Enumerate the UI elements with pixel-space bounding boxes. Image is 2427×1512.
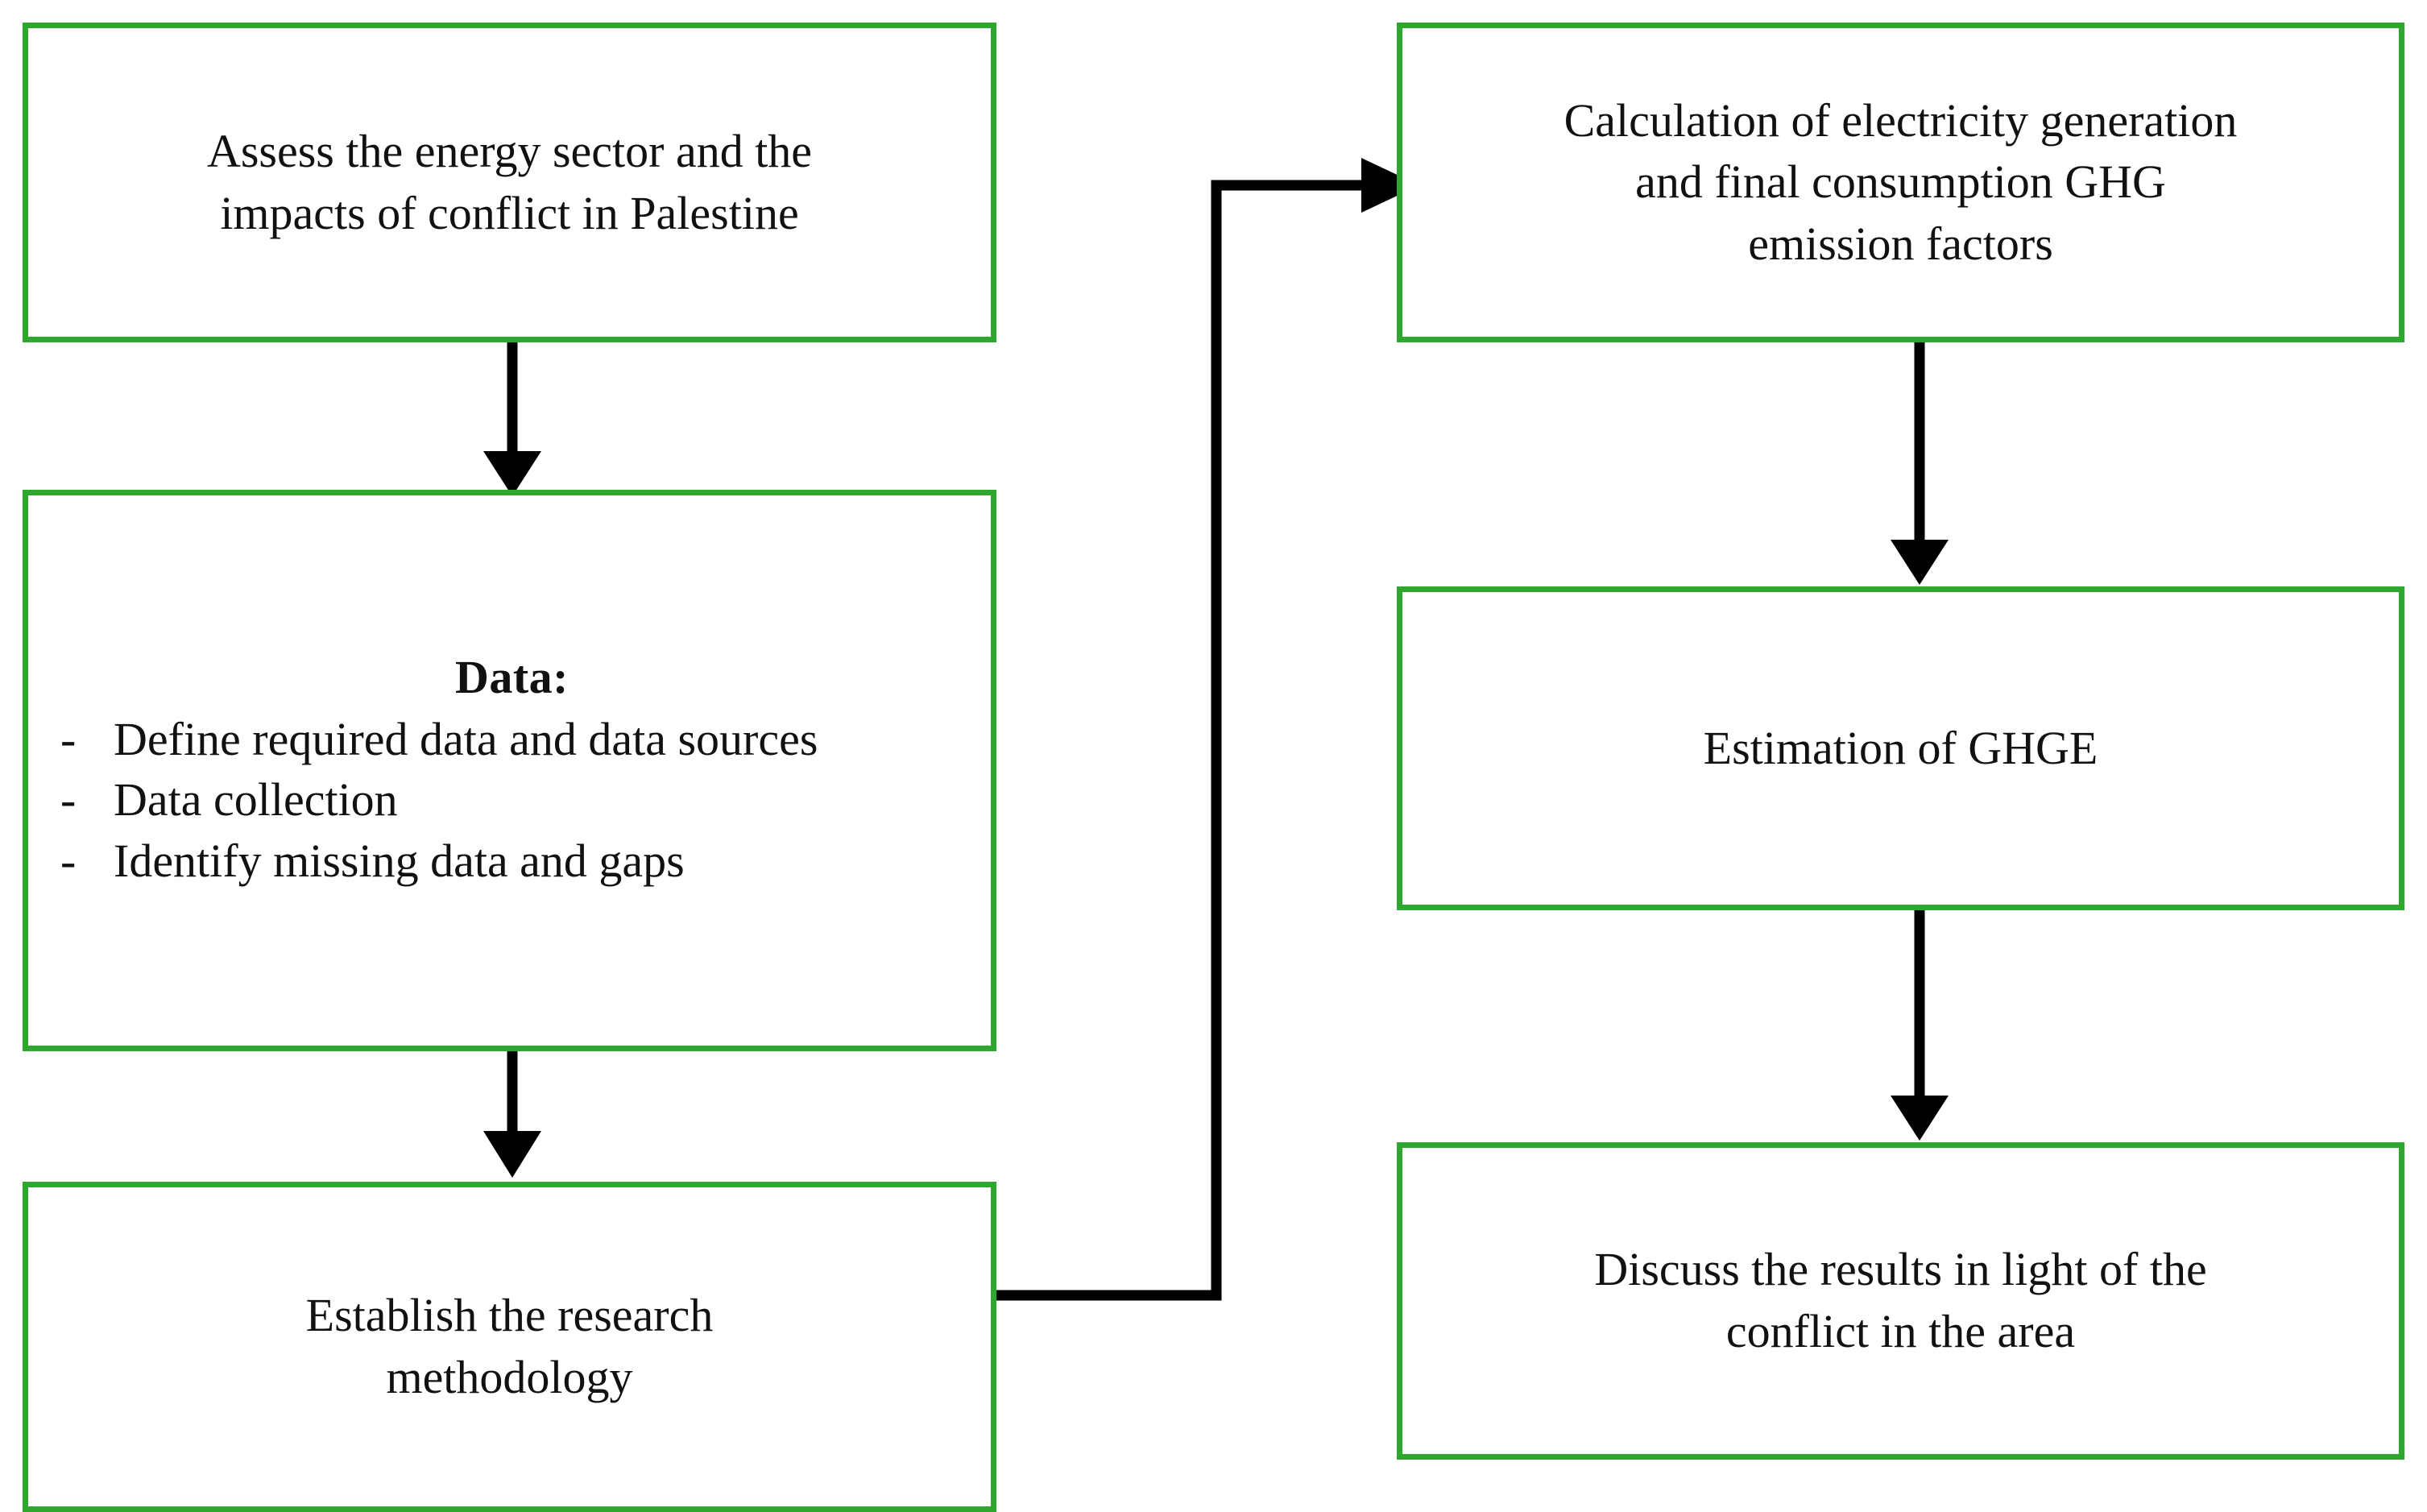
node-assess-text: Assess the energy sector and the impacts… xyxy=(28,121,991,244)
node-calculation-line2: and final consumption GHG xyxy=(1635,155,2166,209)
bullet-dash-icon: - xyxy=(60,773,77,826)
node-calculation-line3: emission factors xyxy=(1748,217,2053,270)
node-data-list: - Define required data and data sources … xyxy=(60,709,963,891)
node-calculation-text: Calculation of electricity generation an… xyxy=(1402,90,2399,275)
node-estimation-line1: Estimation of GHGE xyxy=(1703,721,2098,774)
node-discussion-line1: Discuss the results in light of the xyxy=(1594,1243,2207,1296)
node-assess-line1: Assess the energy sector and the xyxy=(206,124,813,177)
node-data-title: Data: xyxy=(454,650,569,703)
bullet-dash-icon: - xyxy=(60,712,77,765)
bullet-dash-icon: - xyxy=(60,834,77,887)
list-item: - Identify missing data and gaps xyxy=(60,831,963,891)
node-discussion-line2: conflict in the area xyxy=(1725,1305,2076,1357)
node-data-body: Data: - Define required data and data so… xyxy=(28,650,991,891)
connector-methodology-to-calculation xyxy=(996,158,1419,1301)
node-data[interactable]: Data: - Define required data and data so… xyxy=(23,490,996,1051)
node-data-item-2: Identify missing data and gaps xyxy=(114,834,685,887)
node-data-item-0: Define required data and data sources xyxy=(114,712,818,765)
node-methodology-line1: Establish the research xyxy=(305,1289,714,1342)
node-data-item-1: Data collection xyxy=(114,773,398,826)
node-discuss-results[interactable]: Discuss the results in light of the conf… xyxy=(1397,1142,2404,1460)
connector-data-to-methodology xyxy=(483,1047,541,1178)
list-item: - Data collection xyxy=(60,769,963,830)
node-estimation-text: Estimation of GHGE xyxy=(1402,718,2399,780)
node-assess-line2: impacts of conflict in Palestine xyxy=(220,186,799,239)
connector-estimation-to-discussion xyxy=(1891,910,1949,1141)
node-methodology-text: Establish the research methodology xyxy=(28,1285,991,1408)
node-methodology-line2: methodology xyxy=(386,1351,633,1403)
connector-calculation-to-estimation xyxy=(1891,342,1949,585)
node-assess-energy-sector[interactable]: Assess the energy sector and the impacts… xyxy=(23,23,996,342)
connector-assess-to-data xyxy=(483,342,541,496)
node-calculation-emission-factors[interactable]: Calculation of electricity generation an… xyxy=(1397,23,2404,342)
node-discussion-text: Discuss the results in light of the conf… xyxy=(1402,1239,2399,1362)
node-estimation-ghge[interactable]: Estimation of GHGE xyxy=(1397,586,2404,910)
node-establish-methodology[interactable]: Establish the research methodology xyxy=(23,1182,996,1512)
node-calculation-line1: Calculation of electricity generation xyxy=(1563,93,2238,147)
list-item: - Define required data and data sources xyxy=(60,709,963,769)
